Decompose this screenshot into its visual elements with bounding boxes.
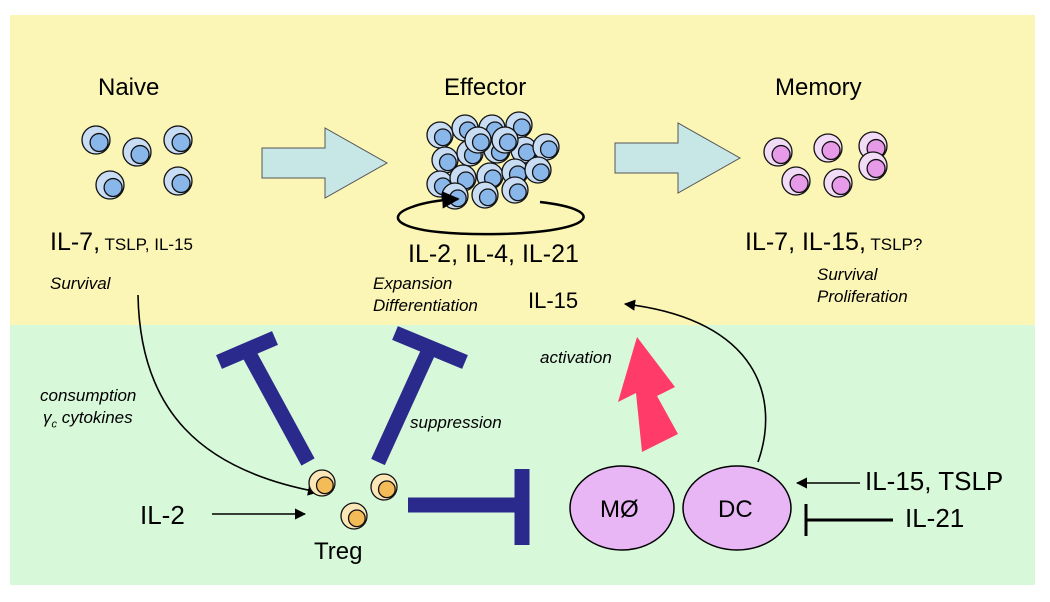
- naive-cytokines-main: IL-7,: [50, 228, 101, 256]
- memory-cytokines-minor: TSLP?: [870, 235, 923, 254]
- naive-cell: [81, 125, 111, 155]
- il2-input-label: IL-2: [140, 500, 185, 530]
- effector-title: Effector: [444, 74, 527, 101]
- gamma-subscript: c: [51, 418, 58, 431]
- effector-role-line2: Differentiation: [373, 296, 478, 315]
- effector-cell: [524, 156, 552, 184]
- memory-cells: [763, 131, 888, 198]
- effector-to-memory-arrow: [614, 122, 742, 194]
- proliferation-loop-arrow: [396, 191, 585, 236]
- treg-cell: [340, 502, 368, 530]
- naive-cell: [95, 170, 125, 200]
- memory-cytokines: IL-7, IL-15, TSLP?: [745, 228, 922, 257]
- effector-cell: [491, 126, 519, 154]
- treg-inhibits-effector: [371, 326, 468, 466]
- memory-title: Memory: [775, 74, 862, 101]
- effector-cell: [532, 133, 560, 161]
- dc-inhibitor-label: IL-21: [905, 503, 965, 533]
- memory-cytokines-main: IL-7, IL-15,: [745, 228, 866, 256]
- treg-label: Treg: [314, 538, 363, 565]
- activation-arrow: [618, 337, 678, 452]
- macrophage-label: MØ: [600, 496, 639, 523]
- naive-cell: [122, 137, 152, 167]
- memory-cell: [781, 166, 811, 196]
- effector-cell: [464, 126, 492, 154]
- effector-cell: [431, 146, 459, 174]
- gamma-symbol: γ: [43, 408, 52, 427]
- effector-il15: IL-15: [528, 288, 579, 313]
- memory-cell: [858, 131, 888, 161]
- memory-role-line1: Survival: [817, 265, 878, 284]
- effector-cell: [426, 121, 454, 149]
- dc-to-il15-arrow: [623, 299, 767, 463]
- dc-node: [682, 465, 792, 551]
- naive-cytokines-minor: TSLP, IL-15: [104, 235, 194, 254]
- memory-role-line2: Proliferation: [817, 287, 908, 306]
- dc-activators-label: IL-15, TSLP: [865, 466, 1004, 496]
- naive-title: Naive: [98, 74, 160, 101]
- naive-cell: [163, 166, 193, 196]
- effector-cytokines: IL-2, IL-4, IL-21: [408, 240, 579, 268]
- treg-inhibits-apc: [408, 469, 530, 545]
- memory-cell: [858, 151, 888, 181]
- effector-cell: [471, 181, 499, 209]
- naive-role: Survival: [50, 274, 111, 293]
- dc-label: DC: [718, 496, 753, 523]
- consumption-label-line2: γc cytokines: [43, 408, 133, 430]
- memory-cell: [763, 137, 793, 167]
- effector-cell: [441, 182, 469, 210]
- consumption-arrow: [137, 294, 320, 496]
- treg-cell: [370, 473, 398, 501]
- treg-inhibits-naive: [216, 331, 315, 466]
- consumption-label-line1: consumption: [40, 386, 137, 405]
- lower-band: [10, 325, 1035, 585]
- effector-role-line1: Expansion: [373, 274, 453, 293]
- effector-cell-cluster: [426, 111, 560, 210]
- memory-cell: [823, 168, 853, 198]
- naive-to-effector-arrow: [261, 127, 389, 199]
- suppression-label: suppression: [410, 413, 502, 432]
- naive-cells: [81, 125, 193, 200]
- effector-cell: [501, 176, 529, 204]
- cytokines-word: cytokines: [61, 408, 133, 427]
- activation-label: activation: [540, 348, 612, 367]
- il21-inhibits-dc: [804, 504, 893, 536]
- naive-cell: [163, 125, 193, 155]
- memory-cell: [813, 133, 843, 163]
- naive-cytokines: IL-7, TSLP, IL-15: [50, 228, 193, 257]
- treg-cell: [308, 469, 336, 497]
- treg-cells: [308, 469, 398, 530]
- macrophage-node: [569, 465, 675, 551]
